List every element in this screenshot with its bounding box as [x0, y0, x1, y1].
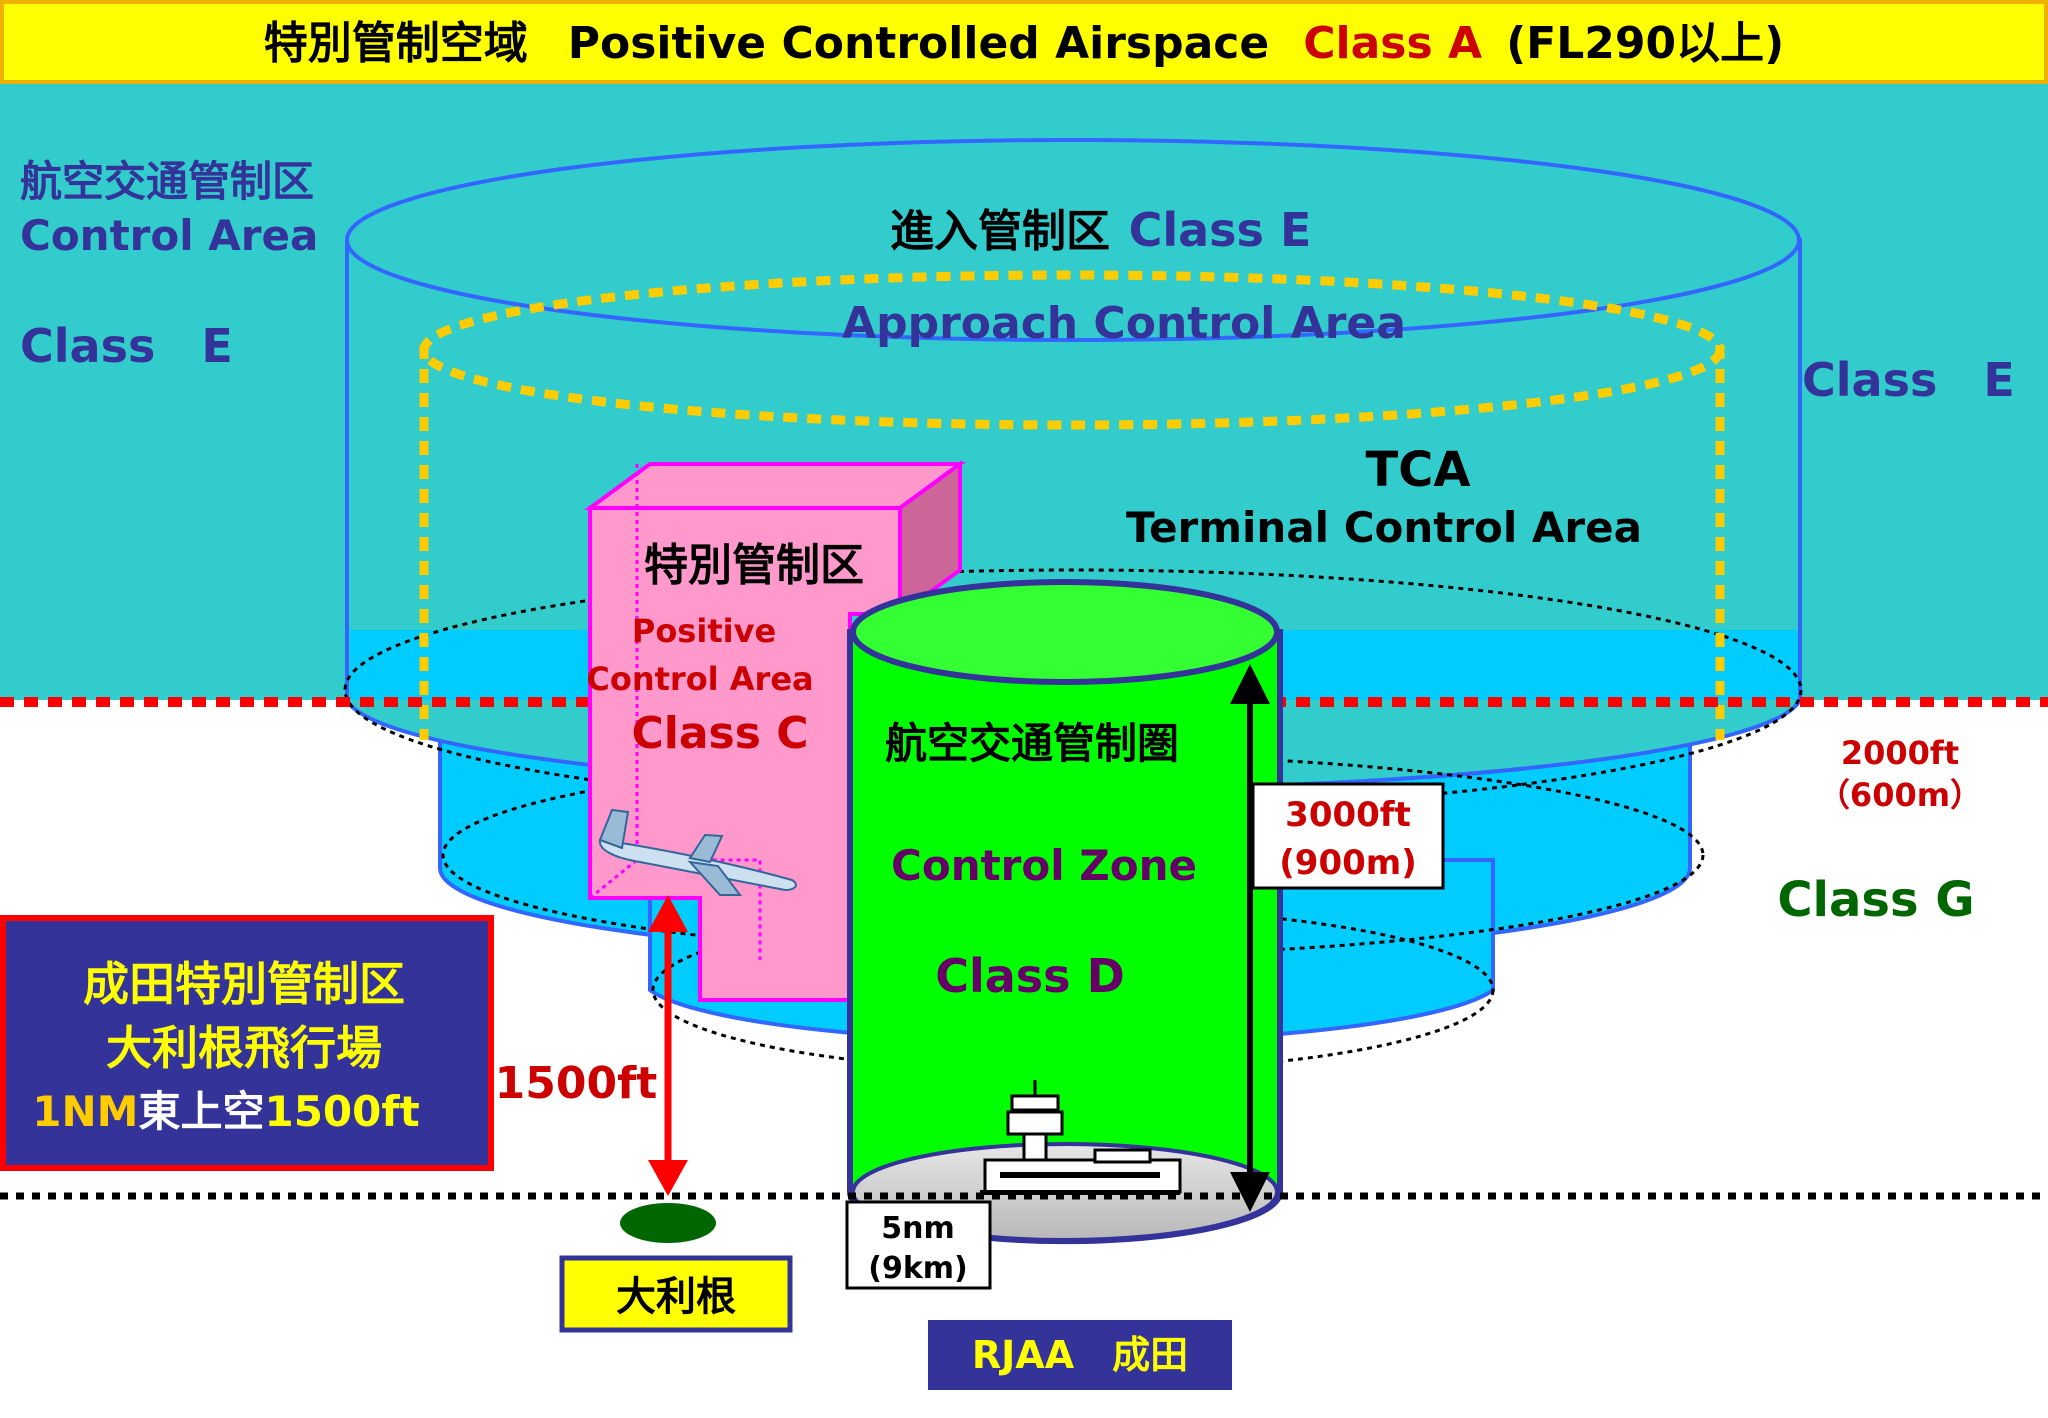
narita-info-box	[0, 915, 494, 1171]
narita-line3-suffix: 1500ft	[264, 1087, 419, 1136]
zone-radius-km: (9km)	[868, 1251, 968, 1286]
control-zone-top	[850, 579, 1280, 685]
rjaa-label-box	[928, 1320, 1232, 1390]
positive-area-top-face	[583, 462, 967, 510]
narita-line3-mid: 東上空	[138, 1087, 264, 1136]
zone-height-label-box	[1251, 782, 1445, 890]
banner-altitude: (FL290以上)	[1506, 18, 1784, 69]
positive-area-label-en-1: Positive	[632, 612, 776, 650]
control-zone-label-jp: 航空交通管制圏	[885, 719, 1179, 768]
height-1500-arrow-bottom	[648, 1160, 688, 1196]
class-g-label: Class G	[1777, 872, 1974, 928]
positive-area-label-jp: 特別管制区	[644, 540, 864, 591]
height-1500-label: 1500ft	[495, 1058, 658, 1109]
approach-label-en: Approach Control Area	[842, 298, 1406, 349]
otone-label-box	[559, 1255, 793, 1333]
tca-dashed-sides	[419, 345, 1725, 740]
narita-info-line3: 1NM東上空1500ft	[32, 1087, 419, 1136]
control-area-class-left: Class E	[20, 319, 233, 373]
banner-label-en: Positive Controlled Airspace	[568, 18, 1269, 69]
approach-label-jp: 進入管制区	[890, 206, 1110, 257]
control-area-label-en: Control Area	[20, 211, 318, 260]
control-area-label-jp: 航空交通管制区	[20, 157, 314, 206]
narita-info-line1: 成田特別管制区	[83, 957, 405, 1011]
control-tower-icon	[980, 1080, 1182, 1195]
zone-height-arrow-top	[1230, 664, 1270, 704]
tca-abbr: TCA	[1365, 442, 1470, 498]
banner-class-label: Class A	[1303, 18, 1482, 69]
rjaa-label: RJAA 成田	[972, 1333, 1188, 1377]
otone-airfield-marker	[620, 1203, 716, 1243]
tca-dashed-top	[419, 270, 1725, 430]
positive-area-label-en-2: Control Area	[586, 660, 813, 698]
approach-class-label: Class E	[1129, 203, 1312, 257]
class-a-banner	[0, 0, 2048, 84]
narita-line3-prefix: 1NM	[32, 1087, 138, 1136]
zone-radius-box	[845, 1200, 992, 1290]
narita-info-line2: 大利根飛行場	[106, 1021, 382, 1075]
control-zone-label-en: Control Zone	[891, 841, 1197, 890]
airplane-icon	[598, 808, 797, 896]
tca-label-en: Terminal Control Area	[1126, 503, 1642, 552]
zone-height-m: (900m)	[1279, 843, 1416, 883]
banner-text: 特別管制空域 Positive Controlled Airspace Class …	[264, 18, 1784, 69]
class-e-floor-ft: 2000ft	[1841, 734, 1959, 772]
zone-radius-nm: 5nm	[881, 1211, 955, 1246]
zone-height-arrow-bottom	[1230, 1172, 1270, 1212]
otone-label: 大利根	[616, 1274, 736, 1320]
zone-height-ft: 3000ft	[1285, 795, 1411, 835]
height-1500-arrow-top	[648, 895, 688, 932]
positive-area-class-label: Class C	[631, 708, 808, 759]
control-area-class-right: Class E	[1802, 353, 2015, 407]
control-zone-class-label: Class D	[935, 949, 1125, 1003]
banner-label-jp: 特別管制空域	[264, 18, 528, 69]
class-e-floor-m: （600m）	[1818, 776, 1982, 814]
